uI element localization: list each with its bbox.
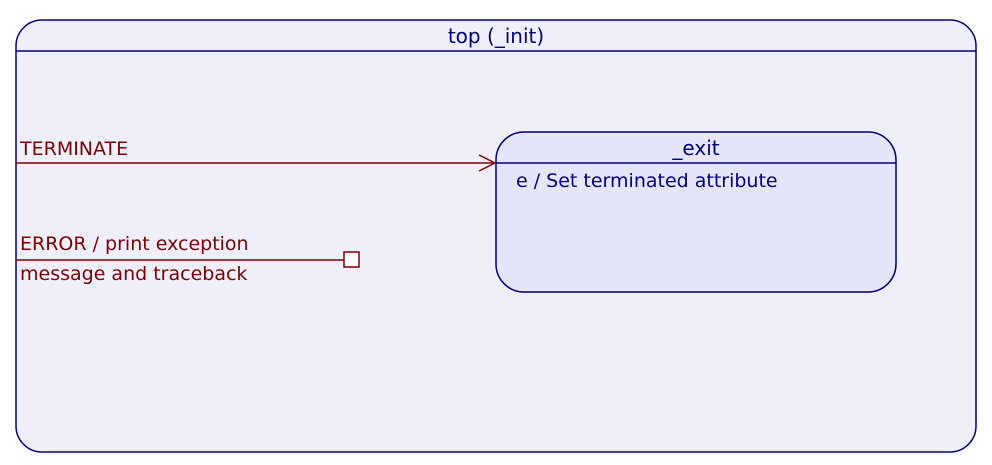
state-exit-title: _exit — [671, 136, 719, 160]
state-top-title: top (_init) — [448, 24, 544, 48]
transition-terminate[interactable]: TERMINATE — [16, 138, 497, 172]
state-exit-box — [495, 131, 897, 293]
transition-error-label-line1: ERROR / print exception — [20, 233, 249, 255]
transition-error[interactable]: ERROR / print exception message and trac… — [16, 233, 360, 285]
transition-error-terminator — [343, 251, 360, 268]
transition-terminate-label: TERMINATE — [19, 138, 128, 160]
state-exit[interactable]: _exit e / Set terminated attribute — [495, 131, 897, 293]
state-exit-entry-action: e / Set terminated attribute — [516, 170, 778, 192]
transition-terminate-arrowhead — [478, 154, 497, 172]
transition-error-label-line2: message and traceback — [20, 263, 247, 285]
